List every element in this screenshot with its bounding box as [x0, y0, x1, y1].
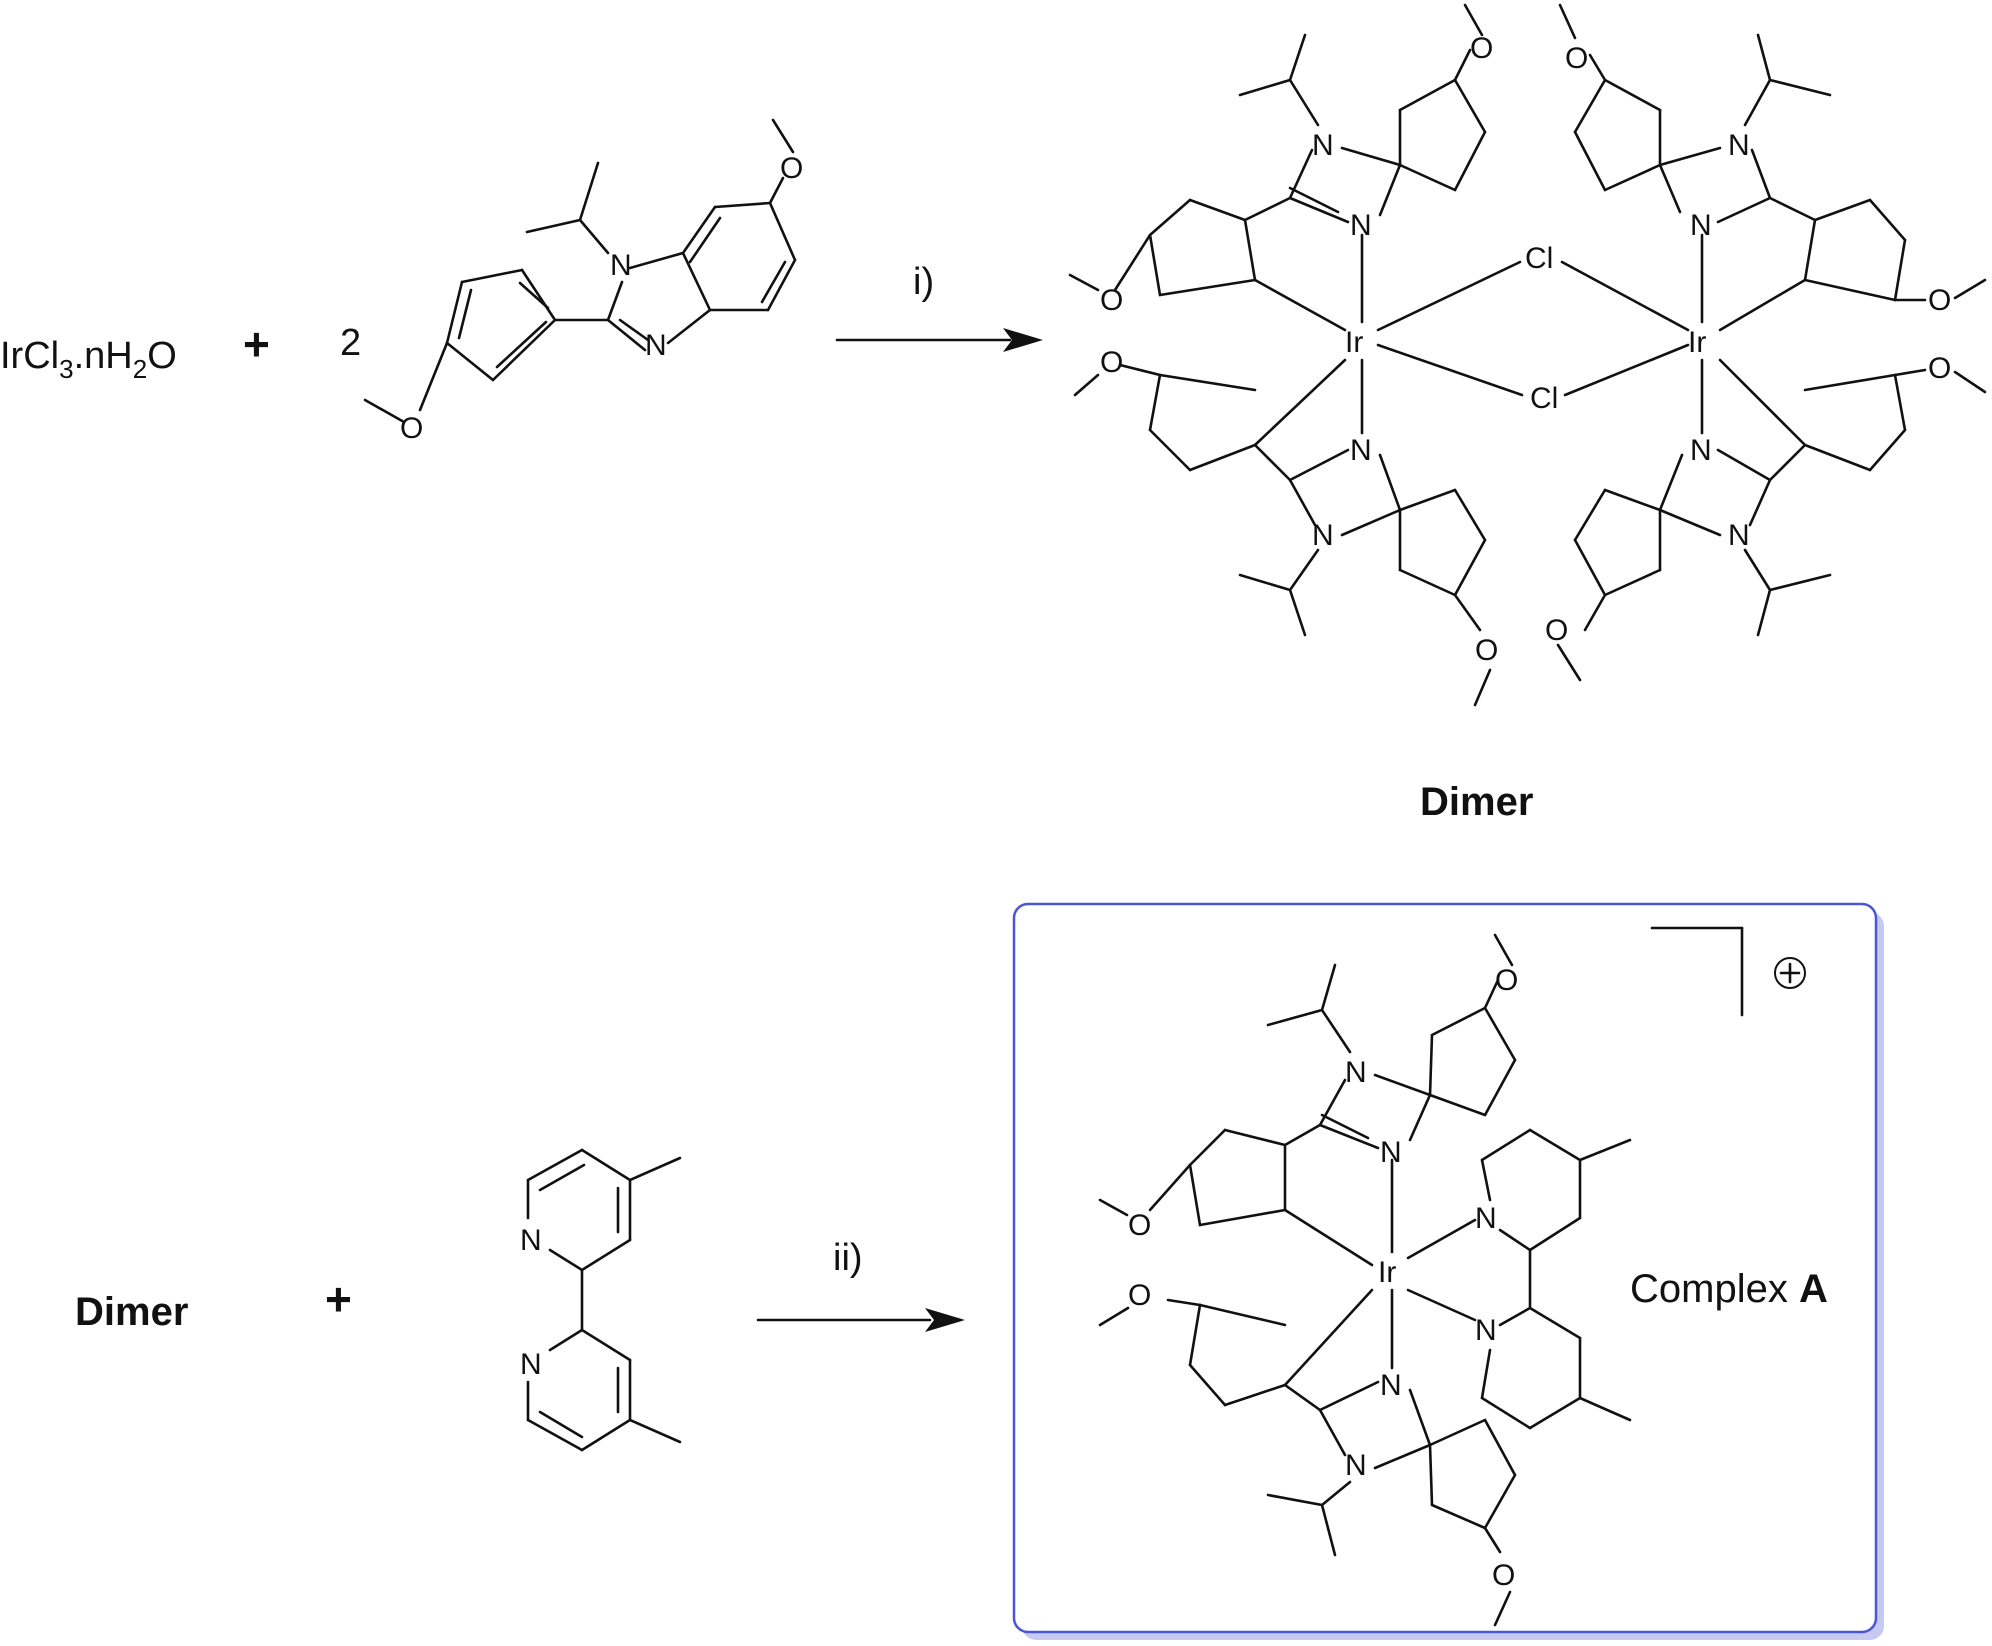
atom-O: O [1128, 1209, 1151, 1242]
iridium-chloride-label: IrCl3.nH2O [0, 335, 177, 384]
atom-N: N [1380, 1136, 1402, 1169]
reaction-1: IrCl3.nH2O + 2 [0, 3, 1987, 824]
atom-N-pyridine: N [1475, 1314, 1497, 1347]
atom-N: N [1728, 519, 1750, 552]
atom-Ir-left: Ir [1345, 326, 1363, 359]
condition-i: i) [913, 261, 934, 303]
atom-N: N [1380, 1369, 1402, 1402]
atom-O: O [1492, 1559, 1515, 1592]
atom-N3: N [645, 329, 667, 362]
atom-N: N [1345, 1449, 1367, 1482]
plus-charge-circle [1774, 957, 1806, 989]
reaction-2: Dimer + N N [75, 902, 1884, 1640]
complex-a-structure: Ir N N O [1098, 933, 1632, 1627]
atom-O: O [1565, 42, 1588, 75]
atom-O-methoxy: O [780, 152, 803, 185]
atom-O: O [1928, 284, 1951, 317]
atom-N: N [1312, 519, 1334, 552]
arrowhead-2 [925, 1308, 965, 1332]
condition-ii: ii) [833, 1237, 863, 1279]
atom-Cl-bottom: Cl [1530, 382, 1558, 415]
atom-N: N [1728, 129, 1750, 162]
dimer-label: Dimer [1420, 780, 1533, 824]
atom-N1: N [610, 249, 632, 282]
atom-Cl-top: Cl [1525, 242, 1553, 275]
atom-O: O [1100, 284, 1123, 317]
dimer-structure: Ir Ir Cl Cl N N [1068, 3, 1987, 707]
dimer-reactant-label: Dimer [75, 1290, 188, 1334]
atom-N: N [1690, 209, 1712, 242]
atom-O: O [1928, 352, 1951, 385]
bipyridine-ligand: N N [520, 1148, 682, 1452]
atom-O: O [1495, 964, 1518, 997]
atom-N-pyridine: N [1475, 1202, 1497, 1235]
atom-O: O [1100, 346, 1123, 379]
atom-N: N [1350, 434, 1372, 467]
atom-N: N [1690, 434, 1712, 467]
atom-Ir-right: Ir [1688, 326, 1706, 359]
atom-N-pyridine: N [520, 1348, 542, 1381]
atom-O-methoxy: O [400, 412, 423, 445]
complex-a-label: Complex A [1630, 1267, 1828, 1311]
benzimidazole-ligand: N N O O [363, 118, 803, 445]
plus-sign-2: + [325, 1273, 352, 1325]
atom-N-pyridine: N [520, 1224, 542, 1257]
plus-sign-1: + [243, 318, 270, 370]
product-box [1012, 902, 1878, 1634]
atom-N: N [1312, 129, 1334, 162]
arrowhead-1 [1003, 328, 1043, 352]
atom-Ir: Ir [1378, 1256, 1396, 1289]
atom-O: O [1470, 32, 1493, 65]
stoichiometric-coefficient: 2 [340, 322, 361, 364]
atom-O: O [1545, 614, 1568, 647]
atom-N: N [1345, 1056, 1367, 1089]
atom-O: O [1475, 634, 1498, 667]
atom-O: O [1128, 1279, 1151, 1312]
atom-N: N [1350, 209, 1372, 242]
